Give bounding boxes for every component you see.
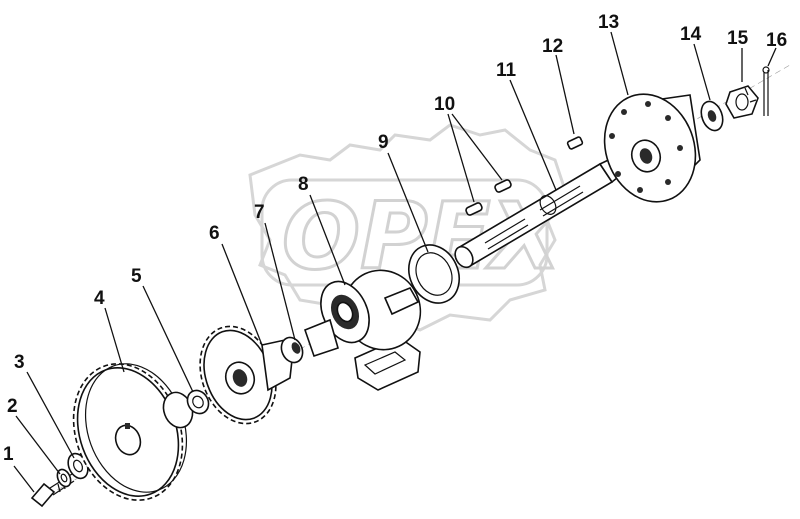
label-part-4: 4: [94, 288, 105, 309]
part-7-collar: [280, 336, 304, 364]
part-8-bearing-housing: [303, 269, 422, 391]
part-9-seal-ring: [408, 244, 460, 304]
part-16-cotter-pin: [762, 66, 770, 116]
part-4-large-sprocket: [72, 363, 194, 501]
part-6-small-sprocket: [199, 325, 293, 425]
label-part-7: 7: [254, 202, 265, 223]
part-12-key: [566, 136, 584, 150]
part-10-keys: [465, 179, 512, 216]
part-13-hub-flange: [603, 93, 701, 203]
part-labels: 1 2 3 4 5 6 7 8 9 10 11 12 13 14 15 16: [3, 12, 787, 465]
leader-lines: [13, 31, 777, 493]
label-part-16: 16: [766, 30, 787, 51]
label-part-5: 5: [131, 266, 142, 287]
part-15-castle-nut: [725, 85, 759, 119]
part-14-washer: [700, 100, 724, 132]
label-part-9: 9: [378, 132, 389, 153]
label-part-2: 2: [7, 396, 18, 417]
label-part-10: 10: [434, 94, 455, 115]
label-part-13: 13: [598, 12, 619, 33]
label-part-11: 11: [496, 60, 517, 81]
label-part-1: 1: [3, 444, 14, 465]
label-part-14: 14: [680, 24, 702, 45]
label-part-3: 3: [14, 352, 25, 373]
label-part-15: 15: [727, 28, 749, 49]
label-part-12: 12: [542, 36, 563, 57]
part-2-lock-washer: [56, 468, 72, 488]
label-part-8: 8: [298, 174, 309, 195]
part-5-spacer: [186, 389, 210, 415]
label-part-6: 6: [209, 223, 220, 244]
